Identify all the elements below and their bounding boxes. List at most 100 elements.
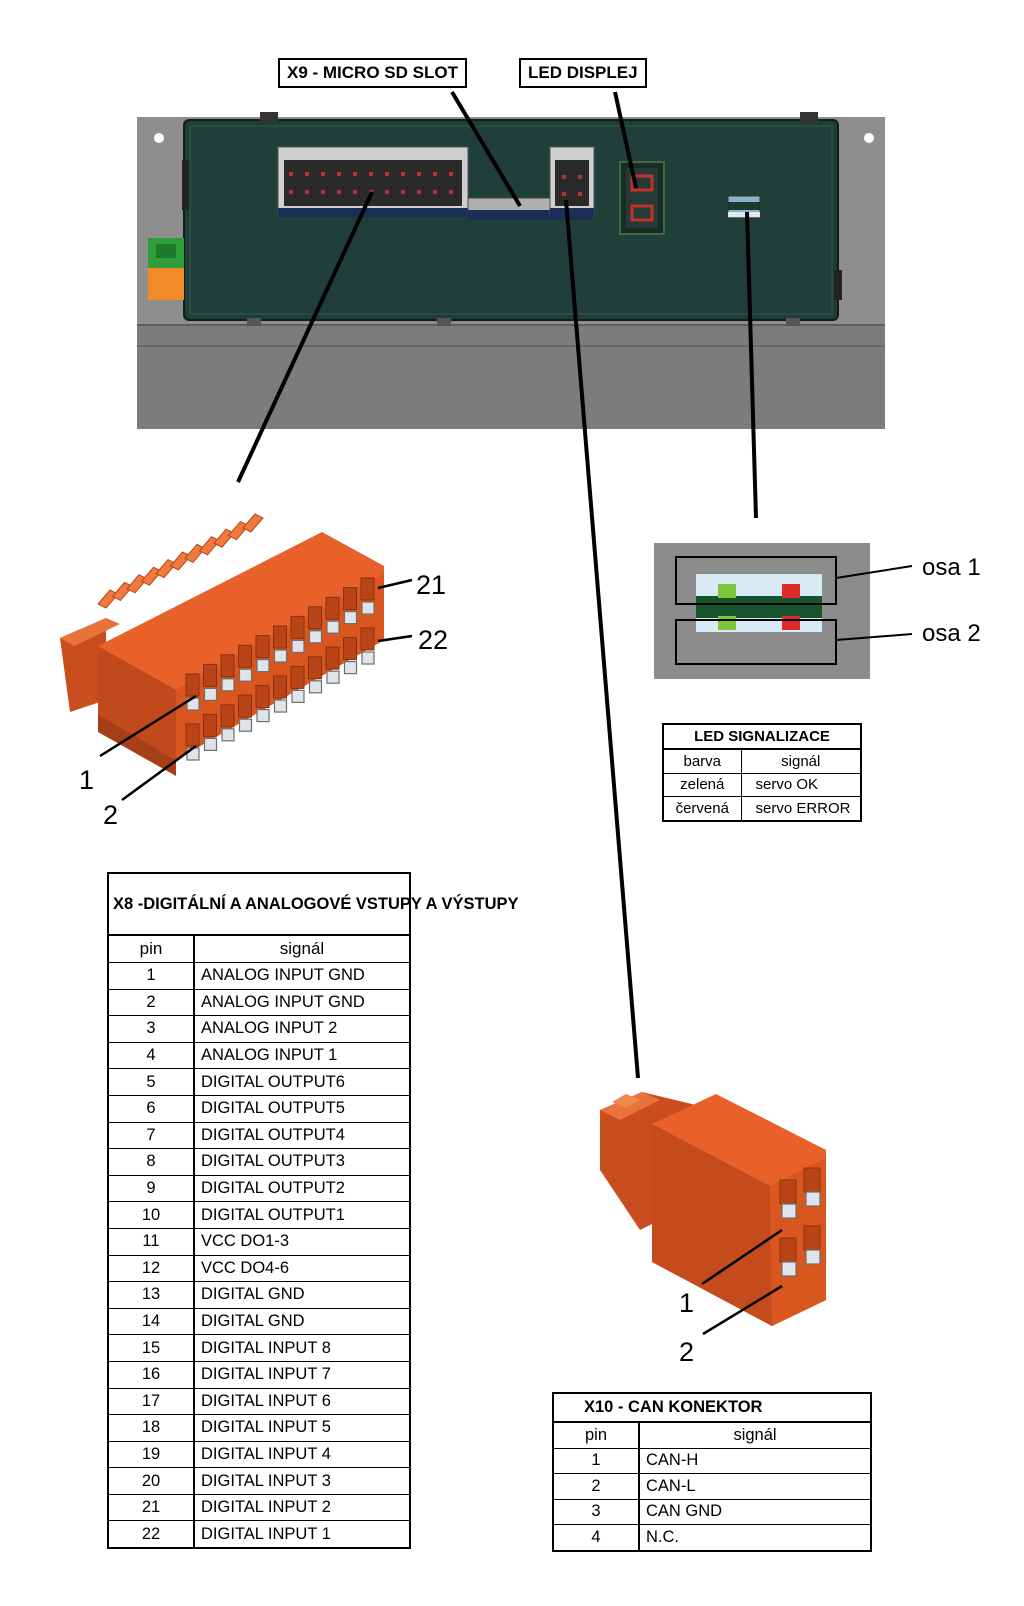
x8-header-pin (369, 172, 373, 176)
x10-pin-label-2: 2 (679, 1337, 695, 1367)
x10-table-header-pin: pin (552, 1421, 640, 1449)
x8-plug-cavity (343, 637, 357, 661)
x8-table-header-pin: pin (107, 934, 195, 963)
x8-plug-contact (238, 718, 253, 732)
axis1-outline (675, 556, 837, 605)
x8-plug-contact (238, 668, 253, 682)
x8-pin-number: 13 (107, 1281, 195, 1309)
callout-led-display: LED DISPLEJ (519, 58, 647, 88)
x8-pinout-table: X8 -DIGITÁLNÍ A ANALOGOVÉ VSTUPY A VÝSTU… (107, 872, 519, 1550)
x8-plug-cavity (325, 596, 340, 620)
led-color-cell: zelená (662, 772, 742, 797)
x8-plug-contact (203, 737, 218, 752)
x8-plug-cavity (185, 723, 200, 747)
x8-pin-number: 10 (107, 1201, 195, 1229)
leader-sd-slot (450, 90, 522, 208)
x8-header-pin (401, 172, 405, 176)
side-terminal-orange (148, 268, 184, 300)
x8-signal-name: DIGITAL INPUT 4 (193, 1440, 411, 1469)
x8-plug-rib (213, 528, 235, 548)
x8-plug-cavity (238, 644, 252, 668)
x8-signal-name: DIGITAL INPUT 8 (193, 1334, 411, 1362)
x10-signal-name: CAN-L (638, 1473, 872, 1500)
x8-signal-name: VCC DO4-6 (193, 1254, 411, 1283)
led-table-header-signal: signál (740, 748, 862, 774)
x8-signal-name: ANALOG INPUT GND (193, 988, 411, 1017)
x8-plug-rib (155, 558, 177, 579)
x10-plug-contact (781, 1261, 797, 1277)
x8-pin-label-21: 21 (416, 570, 447, 600)
x8-plug-cavity (343, 587, 357, 611)
x8-header-pin (289, 172, 293, 176)
led-color-cell: červená (662, 796, 742, 821)
x8-plug-contact (273, 649, 288, 663)
x8-header-pin (417, 172, 421, 176)
x8-pin-number: 1 (107, 962, 195, 990)
x8-signal-name: DIGITAL OUTPUT3 (193, 1148, 411, 1176)
x8-plug-cavity (203, 713, 217, 737)
x8-pin-leaders (99, 578, 413, 802)
x8-plug-contact (343, 660, 358, 675)
x8-plug-rib (140, 566, 163, 586)
led-signal-table: LED SIGNALIZACE barva signál zelená serv… (662, 723, 862, 822)
x10-header (549, 146, 595, 217)
x10-pin-number: 2 (552, 1473, 640, 1500)
x8-signal-name: DIGITAL GND (193, 1307, 411, 1336)
x8-plug-cavity (238, 694, 252, 718)
x8-signal-name: ANALOG INPUT 1 (193, 1041, 411, 1070)
x8-plug-cavity (290, 615, 305, 639)
x8-pin-number: 6 (107, 1094, 195, 1123)
x8-pin-number: 15 (107, 1334, 195, 1362)
x8-pin-label-22: 22 (418, 625, 449, 655)
x8-signal-name: DIGITAL INPUT 5 (193, 1414, 411, 1442)
x8-pin-number: 22 (107, 1520, 195, 1549)
x8-plug-cavity (360, 577, 375, 601)
x8-plug-contact (361, 601, 375, 615)
x8-plug-contact (273, 699, 288, 713)
x10-pin-number: 4 (552, 1524, 640, 1551)
x8-plug-rib (242, 513, 264, 533)
x8-plug-contact (221, 728, 235, 742)
x8-plug-rib (227, 520, 250, 541)
x10-signal-name: CAN-H (638, 1447, 872, 1474)
x8-pin-number: 20 (107, 1467, 195, 1495)
x10-pin-number: 1 (552, 1447, 640, 1474)
x8-signal-name: DIGITAL OUTPUT1 (193, 1201, 411, 1229)
x8-plug-rib (111, 581, 134, 602)
leader-lines (236, 90, 758, 1079)
x8-header-pin (353, 190, 357, 194)
x8-pin-number: 7 (107, 1121, 195, 1150)
led-signal-lights (727, 195, 761, 219)
x10-plug (600, 1092, 826, 1326)
x8-pin-number: 18 (107, 1414, 195, 1442)
x8-pin-number: 12 (107, 1254, 195, 1283)
led-table-row: červená servo ERROR (662, 796, 862, 821)
x8-signal-name: DIGITAL INPUT 7 (193, 1360, 411, 1389)
x8-header-pins (289, 172, 453, 194)
x8-header-pin (289, 190, 293, 194)
x8-pin-number: 5 (107, 1068, 195, 1096)
x10-plug-contact (805, 1249, 821, 1265)
led-signal-cell: servo OK (740, 772, 862, 797)
x10-plug-contact (781, 1203, 797, 1219)
x8-plug-cavity (273, 625, 287, 649)
x8-pin-label-2: 2 (103, 800, 119, 830)
x8-plug-contact (256, 708, 270, 723)
x8-header-pin (337, 172, 341, 176)
led-green-axis2 (718, 616, 736, 630)
mounting-hole (154, 133, 164, 143)
x10-signal-name: N.C. (638, 1524, 872, 1551)
x10-table-header-signal: signál (638, 1421, 872, 1449)
x8-signal-name: ANALOG INPUT 2 (193, 1015, 411, 1043)
